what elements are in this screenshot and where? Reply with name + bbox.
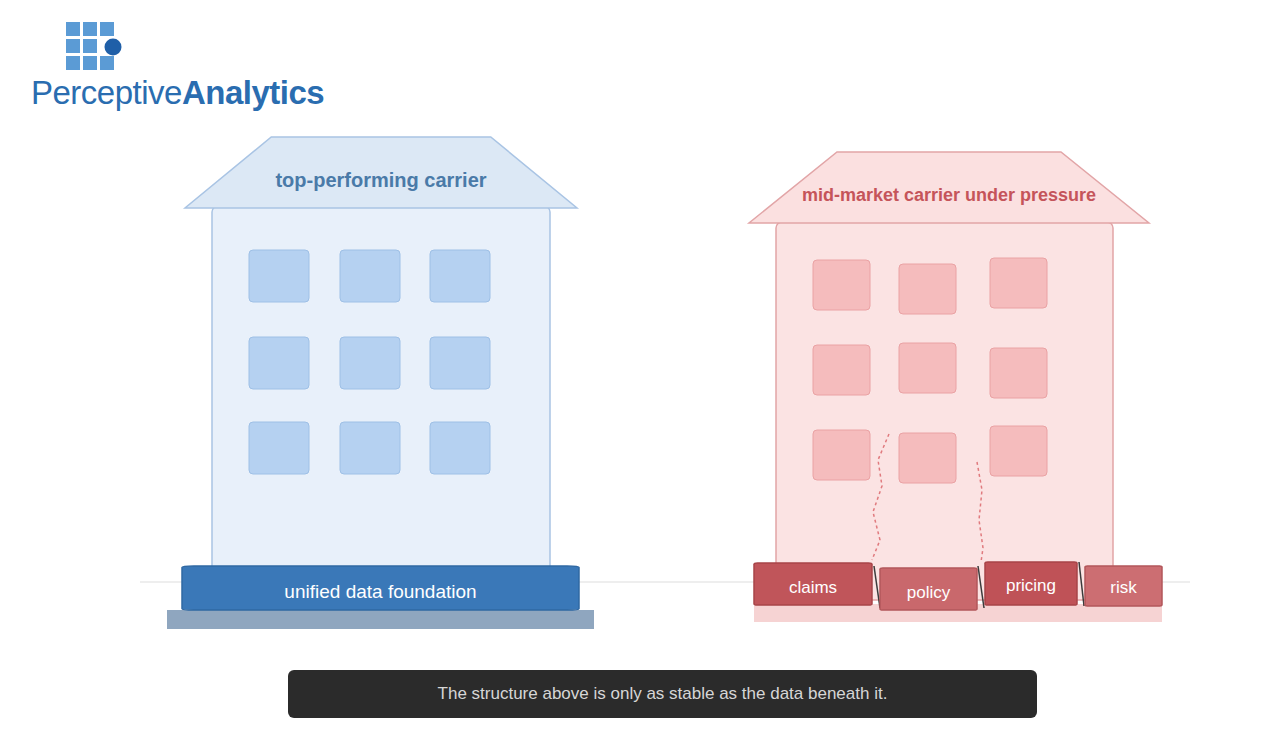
band-label: claims bbox=[789, 578, 837, 598]
caption-text: The structure above is only as stable as… bbox=[438, 684, 888, 704]
building-title: mid-market carrier under pressure bbox=[802, 185, 1096, 206]
building-roof: mid-market carrier under pressure bbox=[749, 152, 1149, 223]
data-band: risk bbox=[1085, 566, 1162, 606]
data-band: pricing bbox=[985, 562, 1077, 605]
data-band: claims bbox=[754, 563, 872, 605]
band-label: pricing bbox=[1006, 576, 1056, 596]
building-title: top-performing carrier bbox=[275, 169, 486, 192]
data-band: unified data foundation bbox=[182, 566, 579, 610]
logo-text: Analytics bbox=[182, 74, 324, 111]
band-label: risk bbox=[1110, 578, 1136, 598]
band-label: unified data foundation bbox=[284, 581, 476, 603]
building-roof: top-performing carrier bbox=[185, 137, 577, 208]
logo-text: Perceptive bbox=[31, 74, 182, 111]
logo: PerceptiveAnalytics bbox=[31, 74, 324, 112]
data-band: policy bbox=[880, 568, 977, 610]
band-label: policy bbox=[907, 583, 950, 603]
caption-box: The structure above is only as stable as… bbox=[288, 670, 1037, 718]
